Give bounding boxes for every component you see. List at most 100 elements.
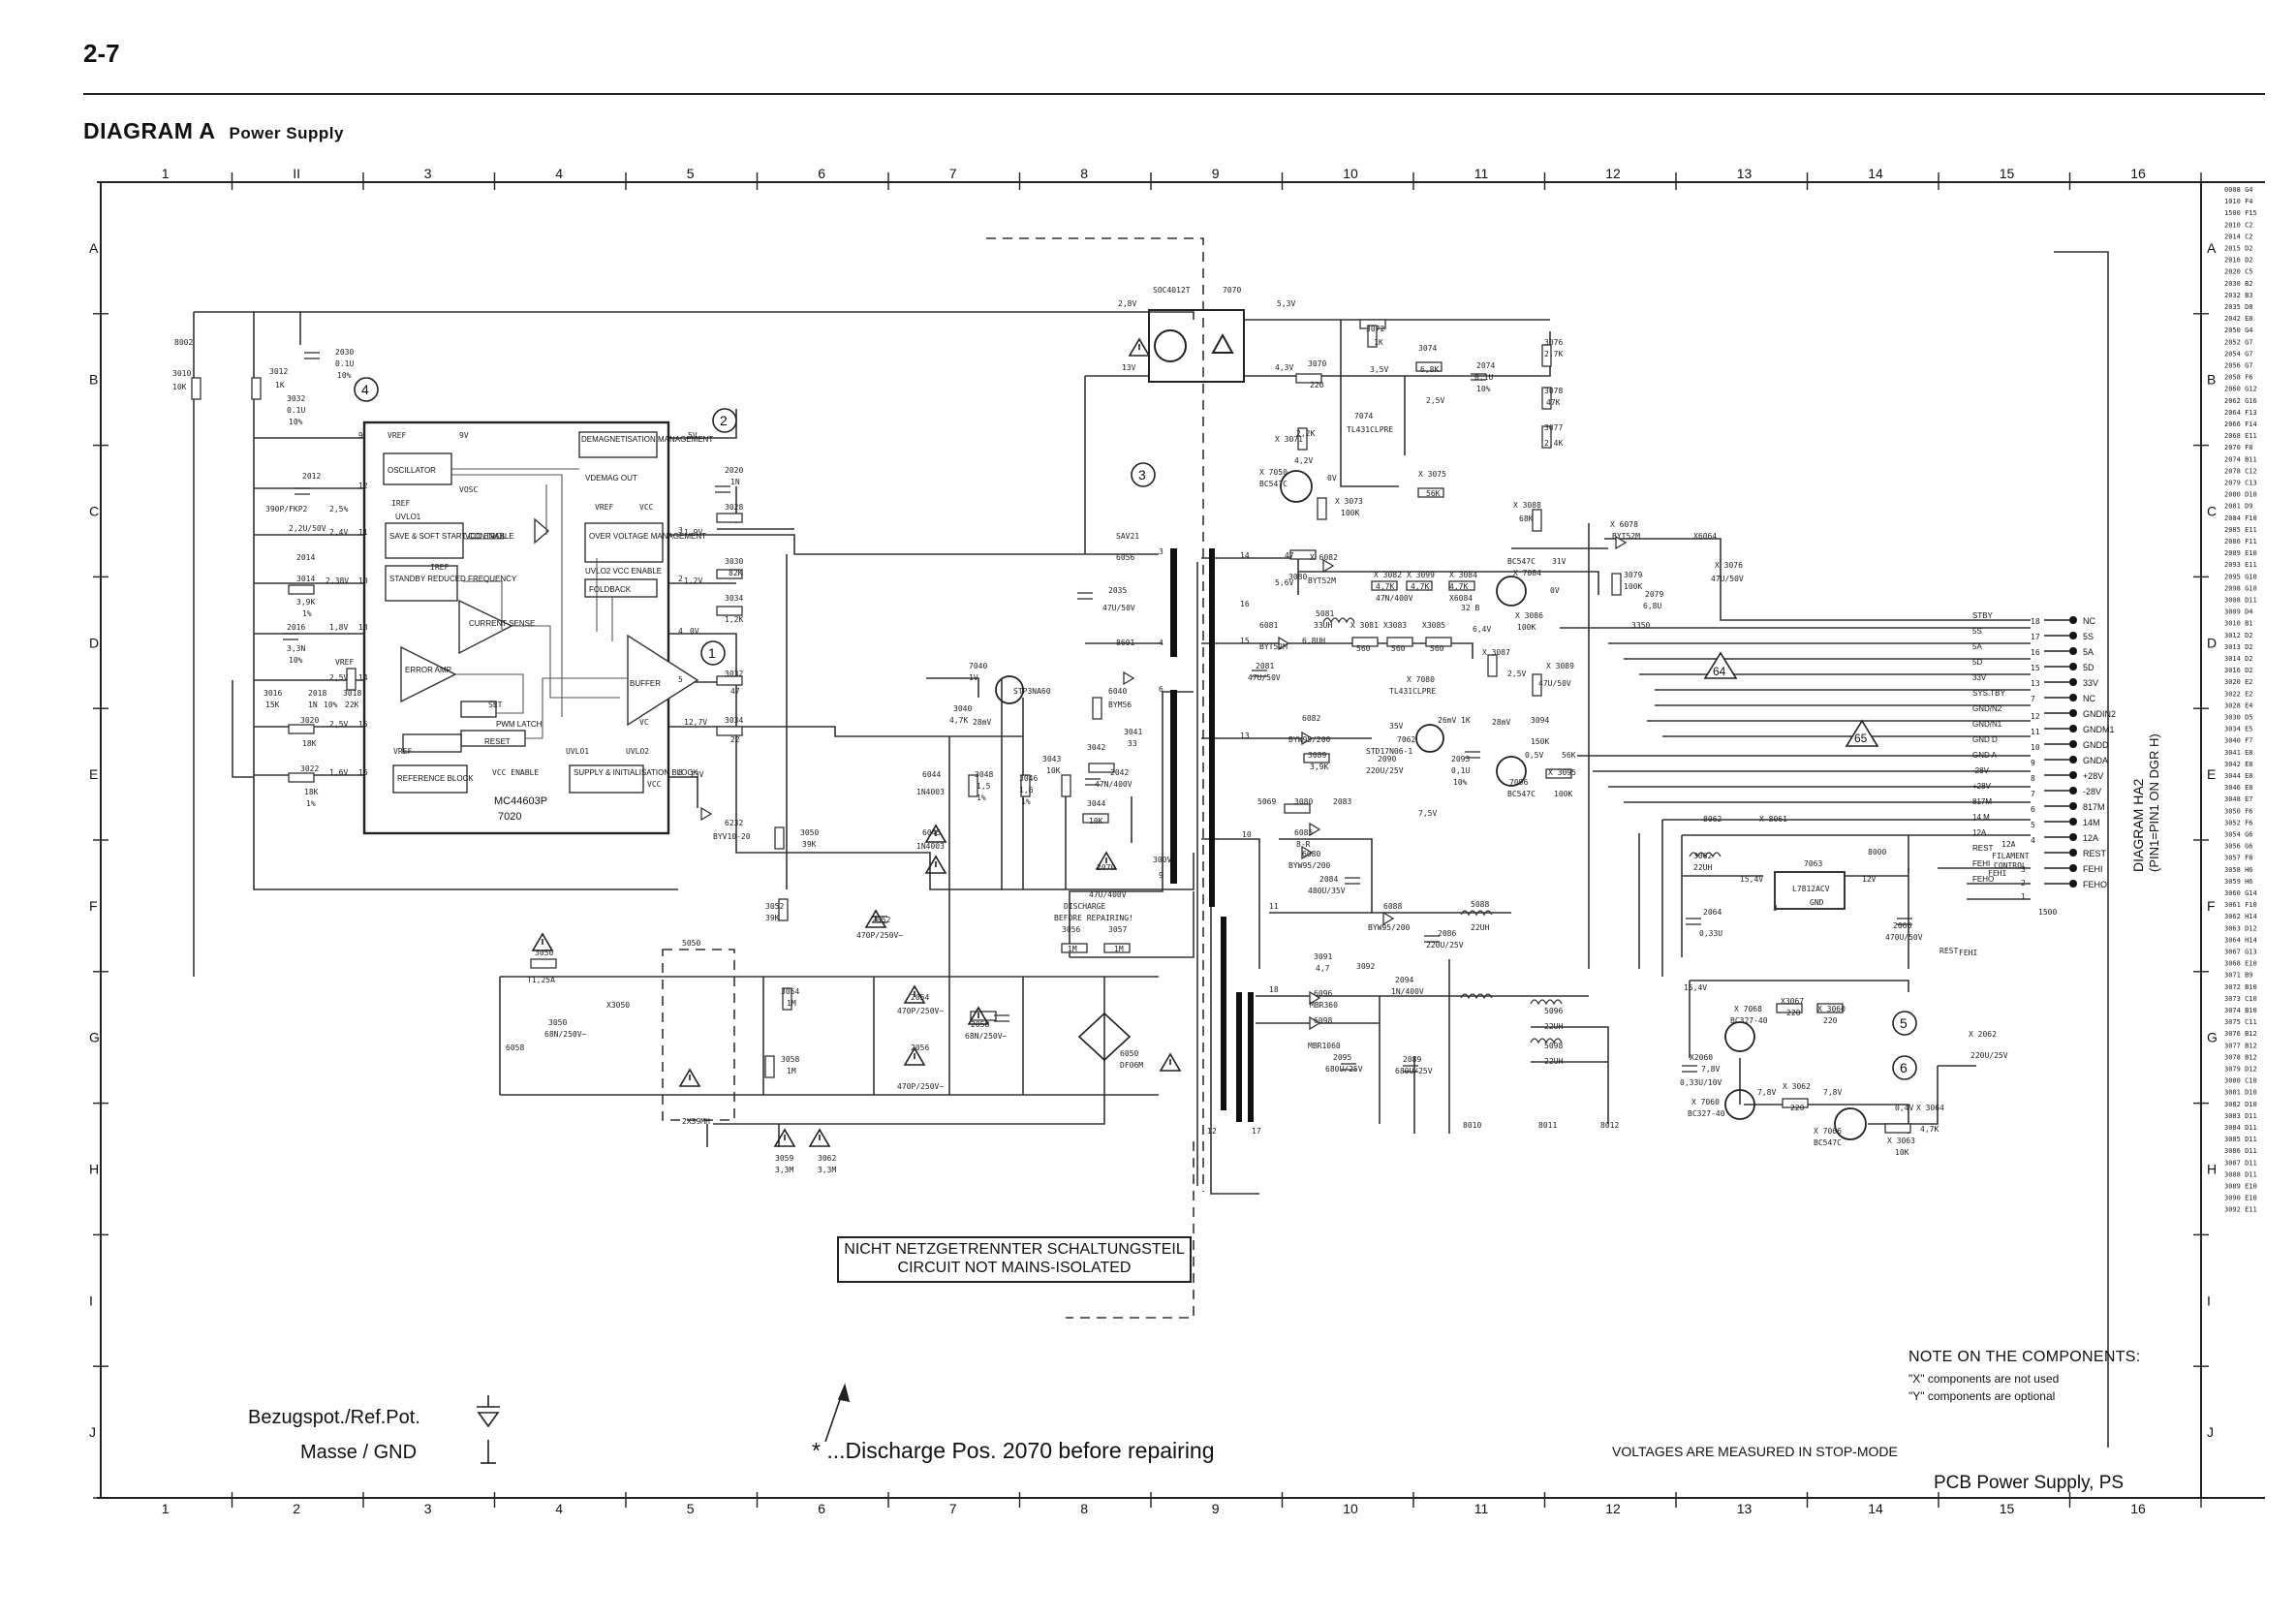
connector-net-label: SYS.TBY — [1972, 689, 2005, 698]
part-label: 0,1U — [1451, 766, 1470, 775]
index-entry: 3030 D5 — [2224, 714, 2253, 722]
part-label: X 3088 — [1513, 501, 1541, 510]
part-label: 3016 — [264, 689, 282, 698]
part-label: 15K — [265, 701, 280, 709]
part-label: X 6082 — [1310, 553, 1338, 562]
part-label: 6056 — [1116, 553, 1134, 562]
part-label: 8012 — [1600, 1121, 1619, 1130]
warning-triangle — [967, 1006, 990, 1025]
part-label: VREF — [393, 747, 412, 756]
part-label: 47U/50V — [1711, 575, 1744, 583]
part-label: 5050 — [682, 939, 700, 948]
part-label: 220 — [1790, 1104, 1805, 1112]
connector-net-label: GND D — [1972, 735, 1998, 744]
part-label: 1,2K — [725, 615, 743, 624]
column-label-bottom: 3 — [424, 1501, 432, 1516]
resistor — [778, 898, 789, 921]
ic-block-label-uvlo: UVLO1 — [395, 513, 421, 521]
part-label: 4,7K — [1449, 582, 1468, 591]
part-label: 26mV — [1438, 716, 1456, 725]
part-label: 1M — [787, 999, 796, 1008]
part-label: 3092 — [1356, 962, 1375, 971]
part-label: FEHI — [1959, 949, 1977, 957]
ic-block-label-pwm: PWM LATCH — [496, 720, 543, 729]
part-label: 6232 — [725, 819, 743, 827]
part-label: 16 — [1240, 600, 1250, 608]
part-label: 2,2U/50V — [289, 524, 326, 533]
connector-net-label: GND/N1 — [1972, 720, 2002, 729]
warning-triangle — [1128, 337, 1151, 357]
column-label-top: 12 — [1605, 166, 1621, 181]
part-label: 2X39MH — [682, 1117, 710, 1126]
part-label: 4,2V — [1294, 456, 1313, 465]
part-label: STP3NA60 — [1013, 687, 1051, 696]
part-label: 1V — [969, 673, 978, 682]
row-label-left: B — [89, 372, 98, 388]
inductor — [1322, 617, 1355, 624]
row-label-right: B — [2207, 372, 2216, 388]
part-label: BYT52M — [1259, 642, 1288, 651]
diode — [1322, 558, 1335, 574]
part-label: X 3086 — [1515, 611, 1543, 620]
resistor — [716, 675, 743, 686]
part-label: VREF — [388, 431, 406, 440]
index-entry: 2085 E11 — [2224, 526, 2257, 534]
ic-internal-lines — [451, 468, 628, 739]
part-label: 220U/25V — [1426, 941, 1464, 950]
part-label: 1,6V — [329, 768, 348, 777]
resistor — [1406, 580, 1433, 591]
part-label: BYT52M — [1308, 576, 1336, 585]
transistor-symbols — [995, 470, 1867, 1140]
part-label: X 3062 — [1783, 1082, 1811, 1091]
index-entry: 2060 G12 — [2224, 386, 2257, 393]
part-label: 3012 — [269, 367, 288, 376]
part-label: 100K — [1517, 623, 1536, 632]
part-label: 1,9V — [684, 528, 702, 537]
part-label: 7,8V — [1757, 1088, 1776, 1097]
index-entry: 3083 D11 — [2224, 1112, 2257, 1120]
connector-net-label: GND/N2 — [1972, 704, 2002, 713]
part-label: 3040 — [953, 704, 972, 713]
part-label: 8 — [2031, 774, 2035, 783]
warning-triangle — [1159, 1052, 1182, 1072]
part-label: 3077 — [1544, 423, 1563, 432]
part-label: 3072 — [1366, 325, 1384, 333]
part-label: 6,8K — [1420, 365, 1439, 374]
part-label: 10K — [1895, 1148, 1909, 1157]
index-entry: 3058 H6 — [2224, 866, 2253, 874]
diode — [700, 806, 713, 822]
resistor — [1532, 509, 1542, 532]
part-label: 2,7K — [1544, 350, 1563, 358]
part-label: 10% — [289, 418, 303, 426]
resistor — [251, 377, 262, 400]
part-label: VCC ENABLE — [492, 768, 539, 777]
index-entry: 3092 E11 — [2224, 1206, 2257, 1214]
part-label: 9V — [459, 431, 469, 440]
index-entry: 2052 G7 — [2224, 338, 2253, 346]
index-entry: 3085 D11 — [2224, 1136, 2257, 1143]
part-label: X 7050 — [1259, 468, 1288, 477]
part-label: 3043 — [1042, 755, 1061, 763]
index-entry: 2074 B11 — [2224, 455, 2257, 463]
index-entry: 2062 G16 — [2224, 397, 2257, 405]
footer-label: PCB Power Supply, PS — [1934, 1473, 2125, 1493]
part-label: 2084 — [1319, 875, 1338, 884]
part-label: 47U/50V — [1248, 673, 1281, 682]
part-label: 10 — [1242, 830, 1252, 839]
part-label: 3041 — [1124, 728, 1142, 736]
callout-5: 5 — [1900, 1015, 1908, 1031]
connector-pin-label: -28V — [2083, 787, 2101, 796]
part-label: 2095 — [1333, 1053, 1351, 1062]
part-label: SAV21 — [1116, 532, 1139, 541]
part-label: X 3082 — [1374, 571, 1402, 579]
part-label: 12A — [2001, 840, 2016, 849]
row-label-right: E — [2207, 766, 2216, 782]
index-entry: 2032 B3 — [2224, 292, 2253, 299]
part-label: 1% — [306, 799, 316, 808]
schematic-frame — [97, 181, 2265, 1499]
row-label-right: H — [2207, 1162, 2217, 1177]
part-label: BYW95/200 — [1368, 923, 1411, 932]
connector-net-label: 5S — [1972, 627, 1982, 636]
part-label: 47 — [730, 687, 740, 696]
index-entry: 2081 D9 — [2224, 503, 2253, 511]
